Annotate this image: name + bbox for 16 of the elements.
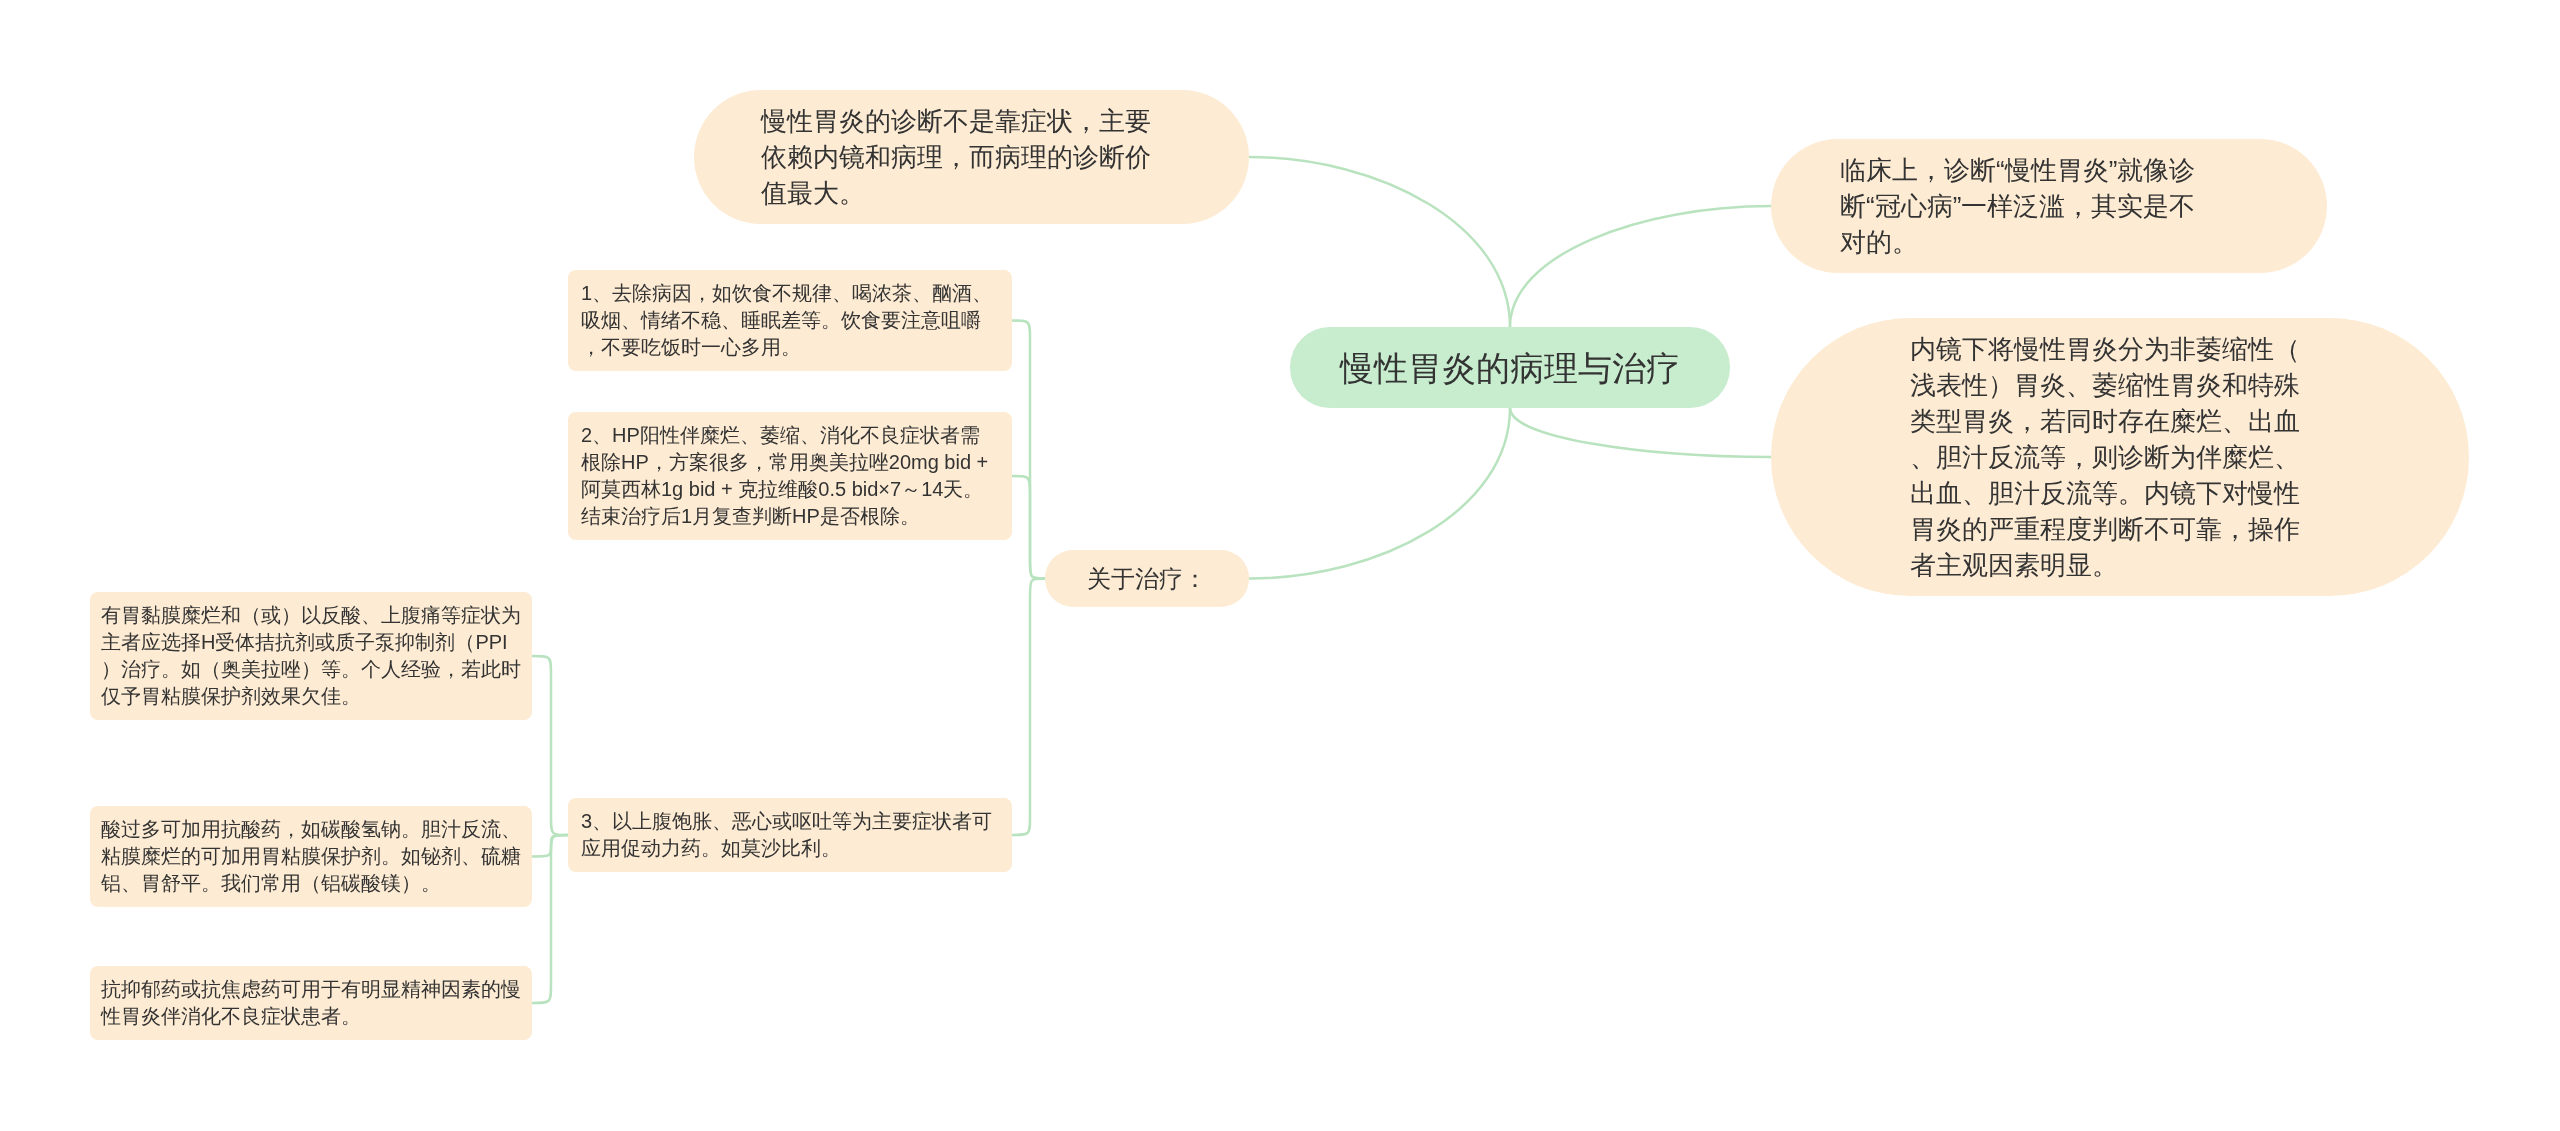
topic-box: 关于治疗： — [1045, 550, 1249, 607]
connector — [1508, 204, 1773, 329]
central-topic: 慢性胃炎的病理与治疗 — [1290, 327, 1730, 408]
topic-box: 慢性胃炎的诊断不是靠症状，主要依赖内镜和病理，而病理的诊断价值最大。 — [694, 90, 1249, 224]
note-box: 抗抑郁药或抗焦虑药可用于有明显精神因素的慢性胃炎伴消化不良症状患者。 — [90, 966, 532, 1040]
note-box: 有胃黏膜糜烂和（或）以反酸、上腹痛等症状为主者应选择H受体拮抗剂或质子泵抑制剂（PPI）治疗。如（奥美拉唑）等。个人经验，若此时仅予胃粘膜保护剂效果欠佳。 — [90, 592, 532, 720]
note-box: 1、去除病因，如饮食不规律、喝浓茶、酗酒、吸烟、情绪不稳、睡眠差等。饮食要注意咀嚼，不要吃饭时一心多用。 — [568, 270, 1012, 371]
note-box: 2、HP阳性伴糜烂、萎缩、消化不良症状者需根除HP，方案很多，常用奥美拉唑20mg bid + 阿莫西林1g bid + 克拉维酸0.5 bid×7～14天。结束治疗后1月复查判断HP是否根除。 — [568, 412, 1012, 540]
connector — [1010, 577, 1047, 837]
topic-box: 临床上，诊断“慢性胃炎”就像诊断“冠心病”一样泛滥，其实是不对的。 — [1771, 139, 2327, 273]
connector — [530, 833, 570, 1005]
connector — [1247, 406, 1512, 580]
connector — [1508, 406, 1773, 459]
note-box: 3、以上腹饱胀、恶心或呕吐等为主要症状者可应用促动力药。如莫沙比利。 — [568, 798, 1012, 872]
topic-box: 内镜下将慢性胃炎分为非萎缩性（浅表性）胃炎、萎缩性胃炎和特殊类型胃炎，若同时存在糜烂、出血、胆汁反流等，则诊断为伴糜烂、出血、胆汁反流等。内镜下对慢性胃炎的严重程度判断不可靠，操作者主观因素明显。 — [1771, 318, 2469, 596]
note-box: 酸过多可加用抗酸药，如碳酸氢钠。胆汁反流、粘膜糜烂的可加用胃粘膜保护剂。如铋剂、硫糖铝、胃舒平。我们常用（铝碳酸镁）。 — [90, 806, 532, 907]
